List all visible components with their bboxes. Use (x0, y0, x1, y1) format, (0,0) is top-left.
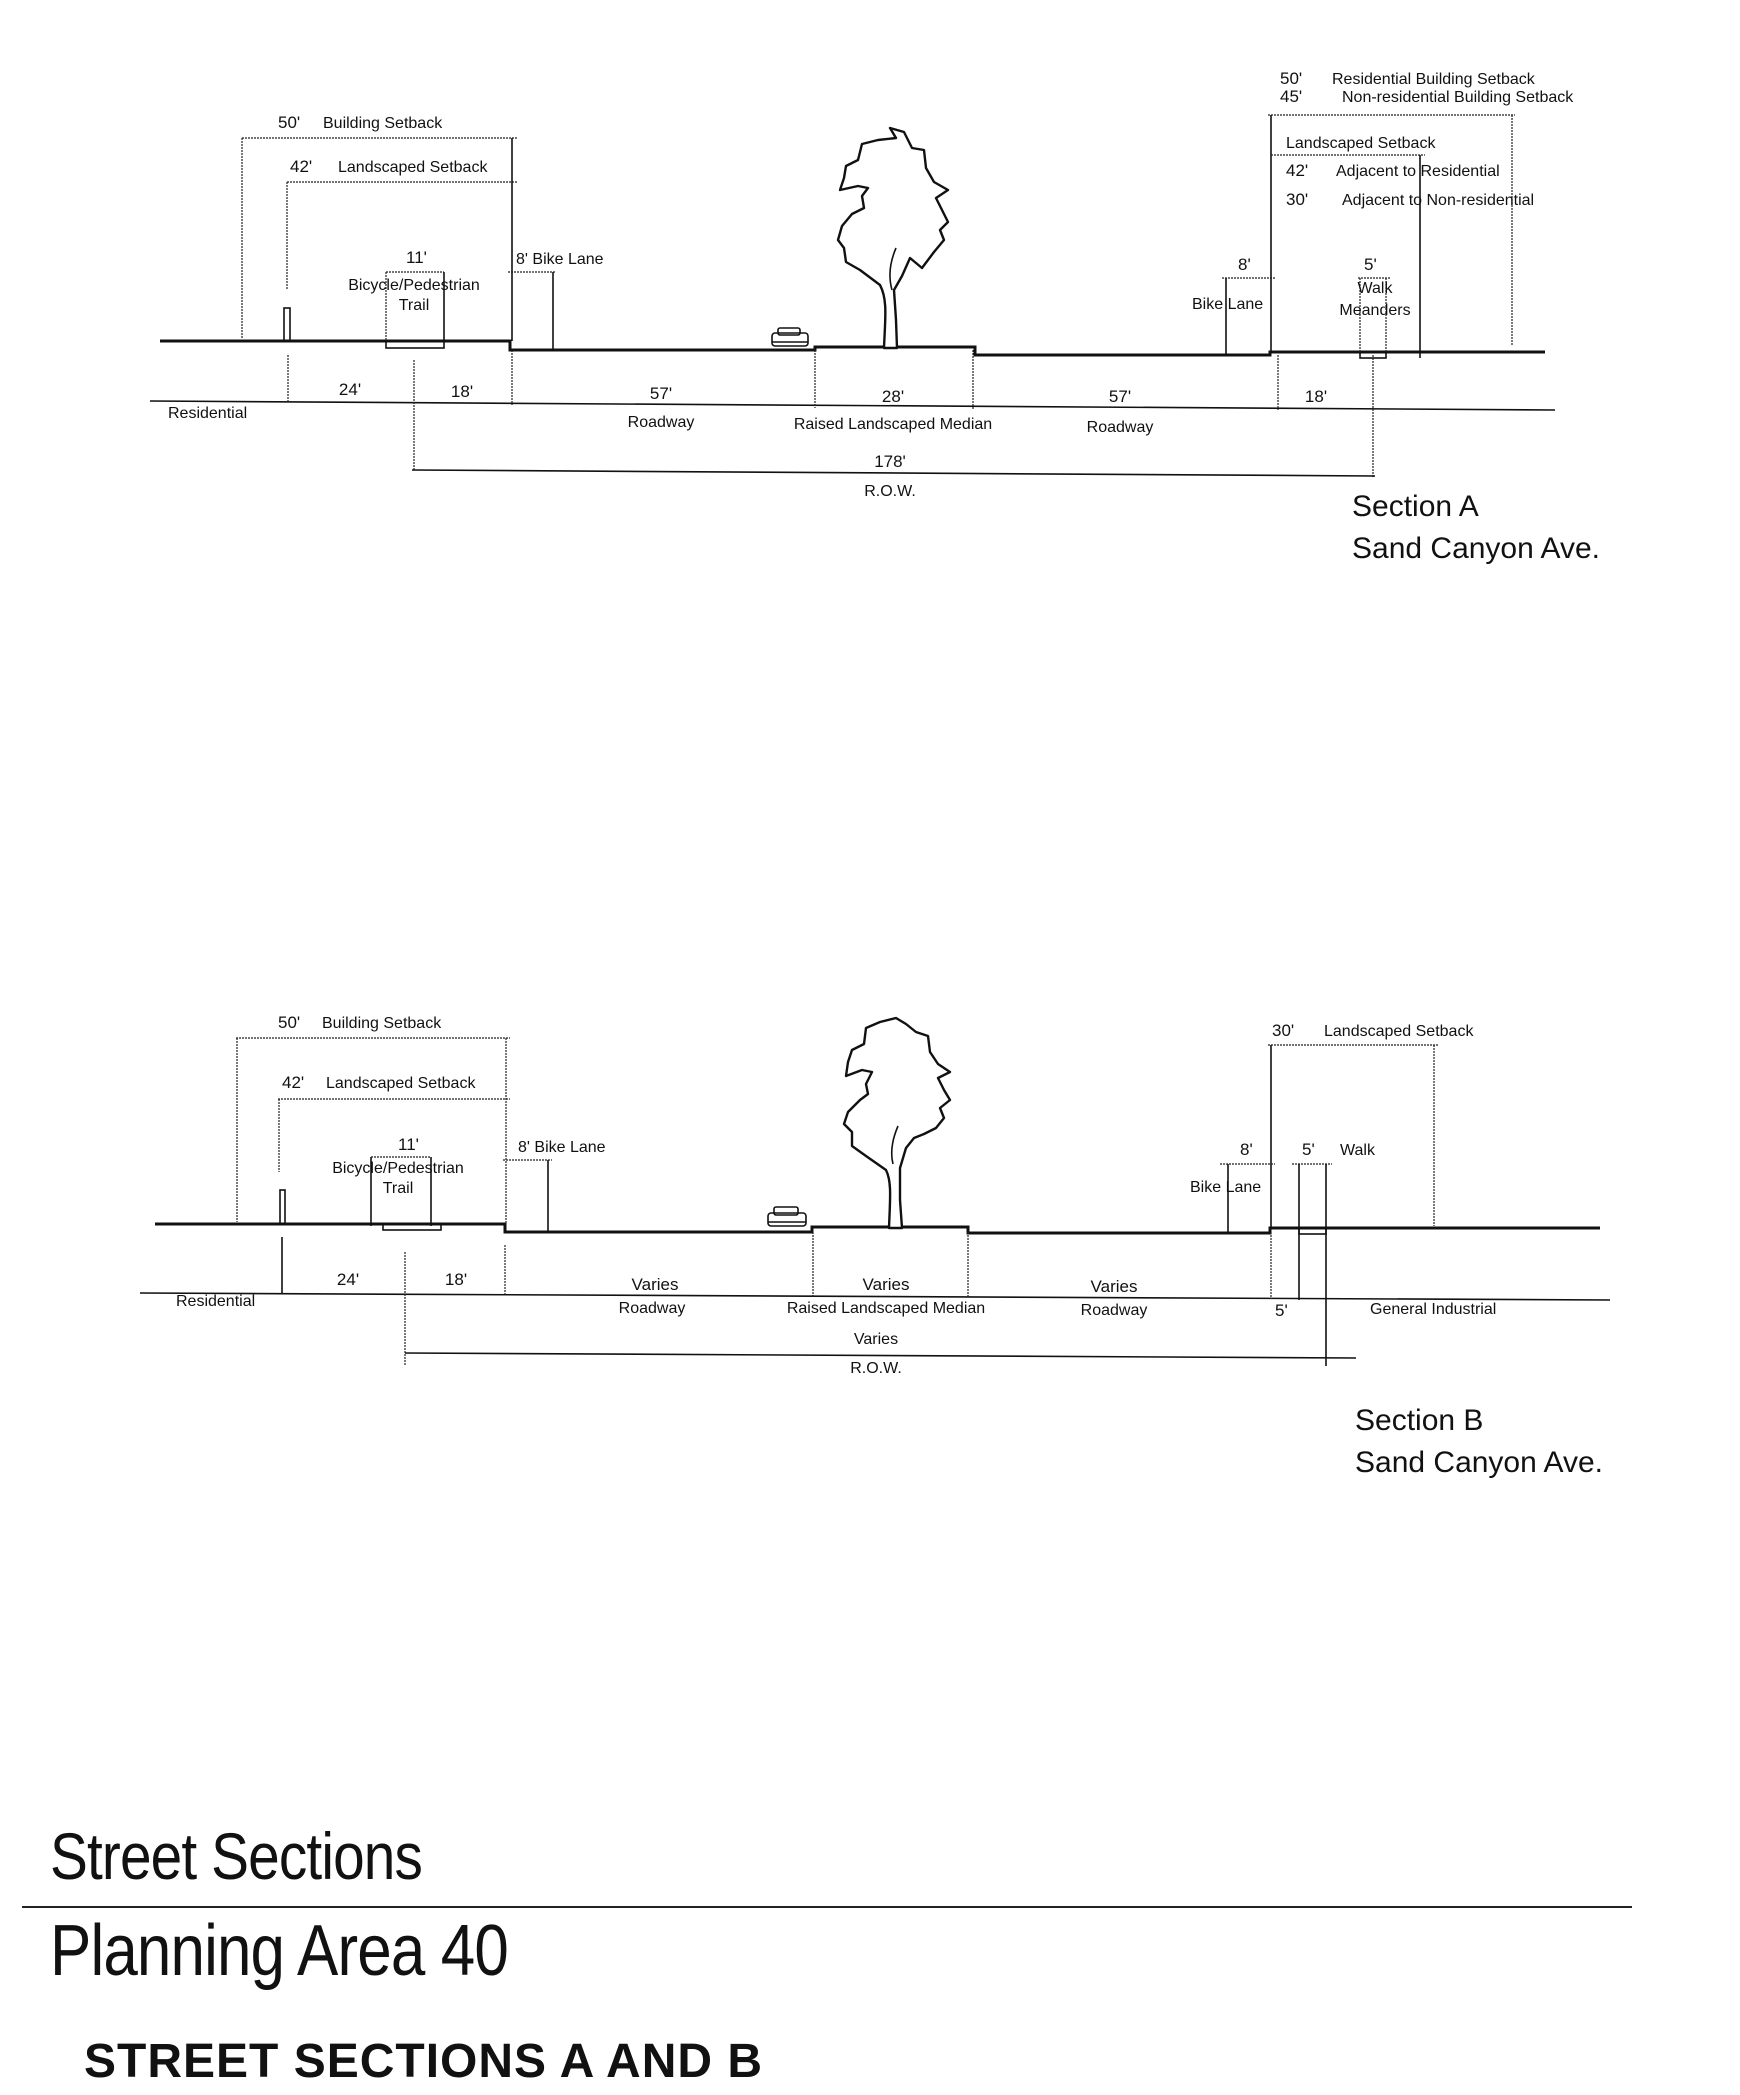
b-right-bike-lane-dim: 8' (1240, 1140, 1253, 1159)
section-a-lower-dim-line (149, 400, 1556, 411)
a-median-label: Raised Landscaped Median (794, 416, 992, 433)
a-left-building-setback-dim: 50' (278, 113, 300, 132)
b-row-label: R.O.W. (850, 1360, 902, 1377)
b-roadway-left-label: Roadway (619, 1300, 686, 1317)
document-caption: STREET SECTIONS A AND B (84, 2035, 764, 2088)
a-res-setback-label: Residential Building Setback (1332, 71, 1536, 88)
section-a-row-dim-line (411, 469, 1376, 477)
a-roadway-left-label: Roadway (628, 414, 695, 431)
car-icon (771, 327, 809, 347)
a-right-bike-lane-dim: 8' (1238, 255, 1251, 274)
a-adj-nonres-label: Adjacent to Non-residential (1342, 192, 1534, 209)
b-median-label: Raised Landscaped Median (787, 1300, 985, 1317)
a-right-bike-lane-label: Bike Lane (1192, 296, 1263, 313)
b-dim-24: 24' (337, 1270, 359, 1289)
b-row-dim: Varies (854, 1331, 898, 1348)
a-right-landscaped-setback-label: Landscaped Setback (1286, 135, 1436, 152)
b-left-landscaped-setback-dim: 42' (282, 1073, 304, 1092)
section-a-street: Sand Canyon Ave. (1352, 532, 1600, 565)
a-adj-res-dim: 42' (1286, 161, 1308, 180)
b-left-building-setback-dim: 50' (278, 1013, 300, 1032)
a-dim-24: 24' (339, 380, 361, 399)
car-icon (767, 1206, 807, 1227)
b-walk-label: Walk (1340, 1142, 1376, 1159)
b-roadway-right-label: Roadway (1081, 1302, 1148, 1319)
a-left-landscaped-setback-label: Landscaped Setback (338, 159, 488, 176)
b-right-landscaped-setback-label: Landscaped Setback (1324, 1023, 1474, 1040)
a-trail-dim: 11' (406, 248, 427, 267)
a-land-use-left: Residential (168, 405, 247, 422)
section-a-name: Section A (1352, 490, 1479, 523)
b-walk-dim: 5' (1302, 1140, 1315, 1159)
a-nonres-setback-label: Non-residential Building Setback (1342, 89, 1574, 106)
document-title: Street Sections (50, 1819, 423, 1893)
a-dim-18-right: 18' (1305, 387, 1327, 406)
title-divider (22, 1906, 1632, 1908)
a-walk-label-1: Walk (1358, 280, 1394, 297)
a-dim-57-right: 57' (1109, 387, 1131, 406)
section-b-lower-dim-line (139, 1292, 1611, 1301)
b-left-landscaped-setback-label: Landscaped Setback (326, 1075, 476, 1092)
a-adj-nonres-dim: 30' (1286, 190, 1308, 209)
b-trail-dim: 11' (398, 1135, 419, 1154)
b-dim-roadway-right: Varies (1091, 1277, 1138, 1296)
a-dim-57-left: 57' (650, 384, 672, 403)
section-b-name: Section B (1355, 1404, 1483, 1437)
a-left-landscaped-setback-dim: 42' (290, 157, 312, 176)
section-b-wall (279, 1189, 286, 1225)
b-land-use-right: General Industrial (1370, 1301, 1496, 1318)
section-b-row-dim-line (404, 1352, 1357, 1359)
a-trail-label-1: Bicycle/Pedestrian (348, 277, 480, 294)
a-dim-28: 28' (882, 387, 904, 406)
b-trail-label-2: Trail (383, 1180, 414, 1197)
a-dim-18-left: 18' (451, 382, 473, 401)
section-a-trail-pad (385, 340, 445, 349)
b-dim-18: 18' (445, 1270, 467, 1289)
section-b-street: Sand Canyon Ave. (1355, 1446, 1603, 1479)
b-right-landscaped-setback-dim: 30' (1272, 1021, 1294, 1040)
a-left-building-setback-label: Building Setback (323, 115, 443, 132)
b-parkway-dim: 5' (1275, 1301, 1288, 1320)
b-dim-roadway-left: Varies (632, 1275, 679, 1294)
b-left-bike-lane: 8' Bike Lane (518, 1139, 606, 1156)
section-a-ground-profile (160, 339, 1545, 357)
document-subtitle: Planning Area 40 (50, 1911, 509, 1991)
b-trail-label-1: Bicycle/Pedestrian (332, 1160, 464, 1177)
a-adj-res-label: Adjacent to Residential (1336, 163, 1500, 180)
tree-icon (836, 126, 950, 350)
a-trail-label-2: Trail (399, 297, 430, 314)
a-walk-dim: 5' (1364, 255, 1377, 274)
section-a-diagram: 50' Building Setback 42' Landscaped Setb… (149, 69, 1600, 565)
b-left-building-setback-label: Building Setback (322, 1015, 442, 1032)
a-walk-label-2: Meanders (1339, 302, 1410, 319)
a-nonres-setback-dim: 45' (1280, 87, 1302, 106)
a-roadway-right-label: Roadway (1087, 419, 1154, 436)
a-row-dim: 178' (874, 452, 906, 471)
section-b-diagram: 50' Building Setback 42' Landscaped Setb… (139, 1013, 1611, 1479)
a-left-bike-lane: 8' Bike Lane (516, 251, 604, 268)
a-row-label: R.O.W. (864, 483, 916, 500)
section-b-trail-pad (382, 1223, 442, 1231)
tree-icon (842, 1016, 952, 1230)
section-a-wall (283, 307, 291, 342)
b-dim-median: Varies (863, 1275, 910, 1294)
a-res-setback-dim: 50' (1280, 69, 1302, 88)
b-land-use-left: Residential (176, 1293, 255, 1310)
b-right-bike-lane-label: Bike Lane (1190, 1179, 1261, 1196)
